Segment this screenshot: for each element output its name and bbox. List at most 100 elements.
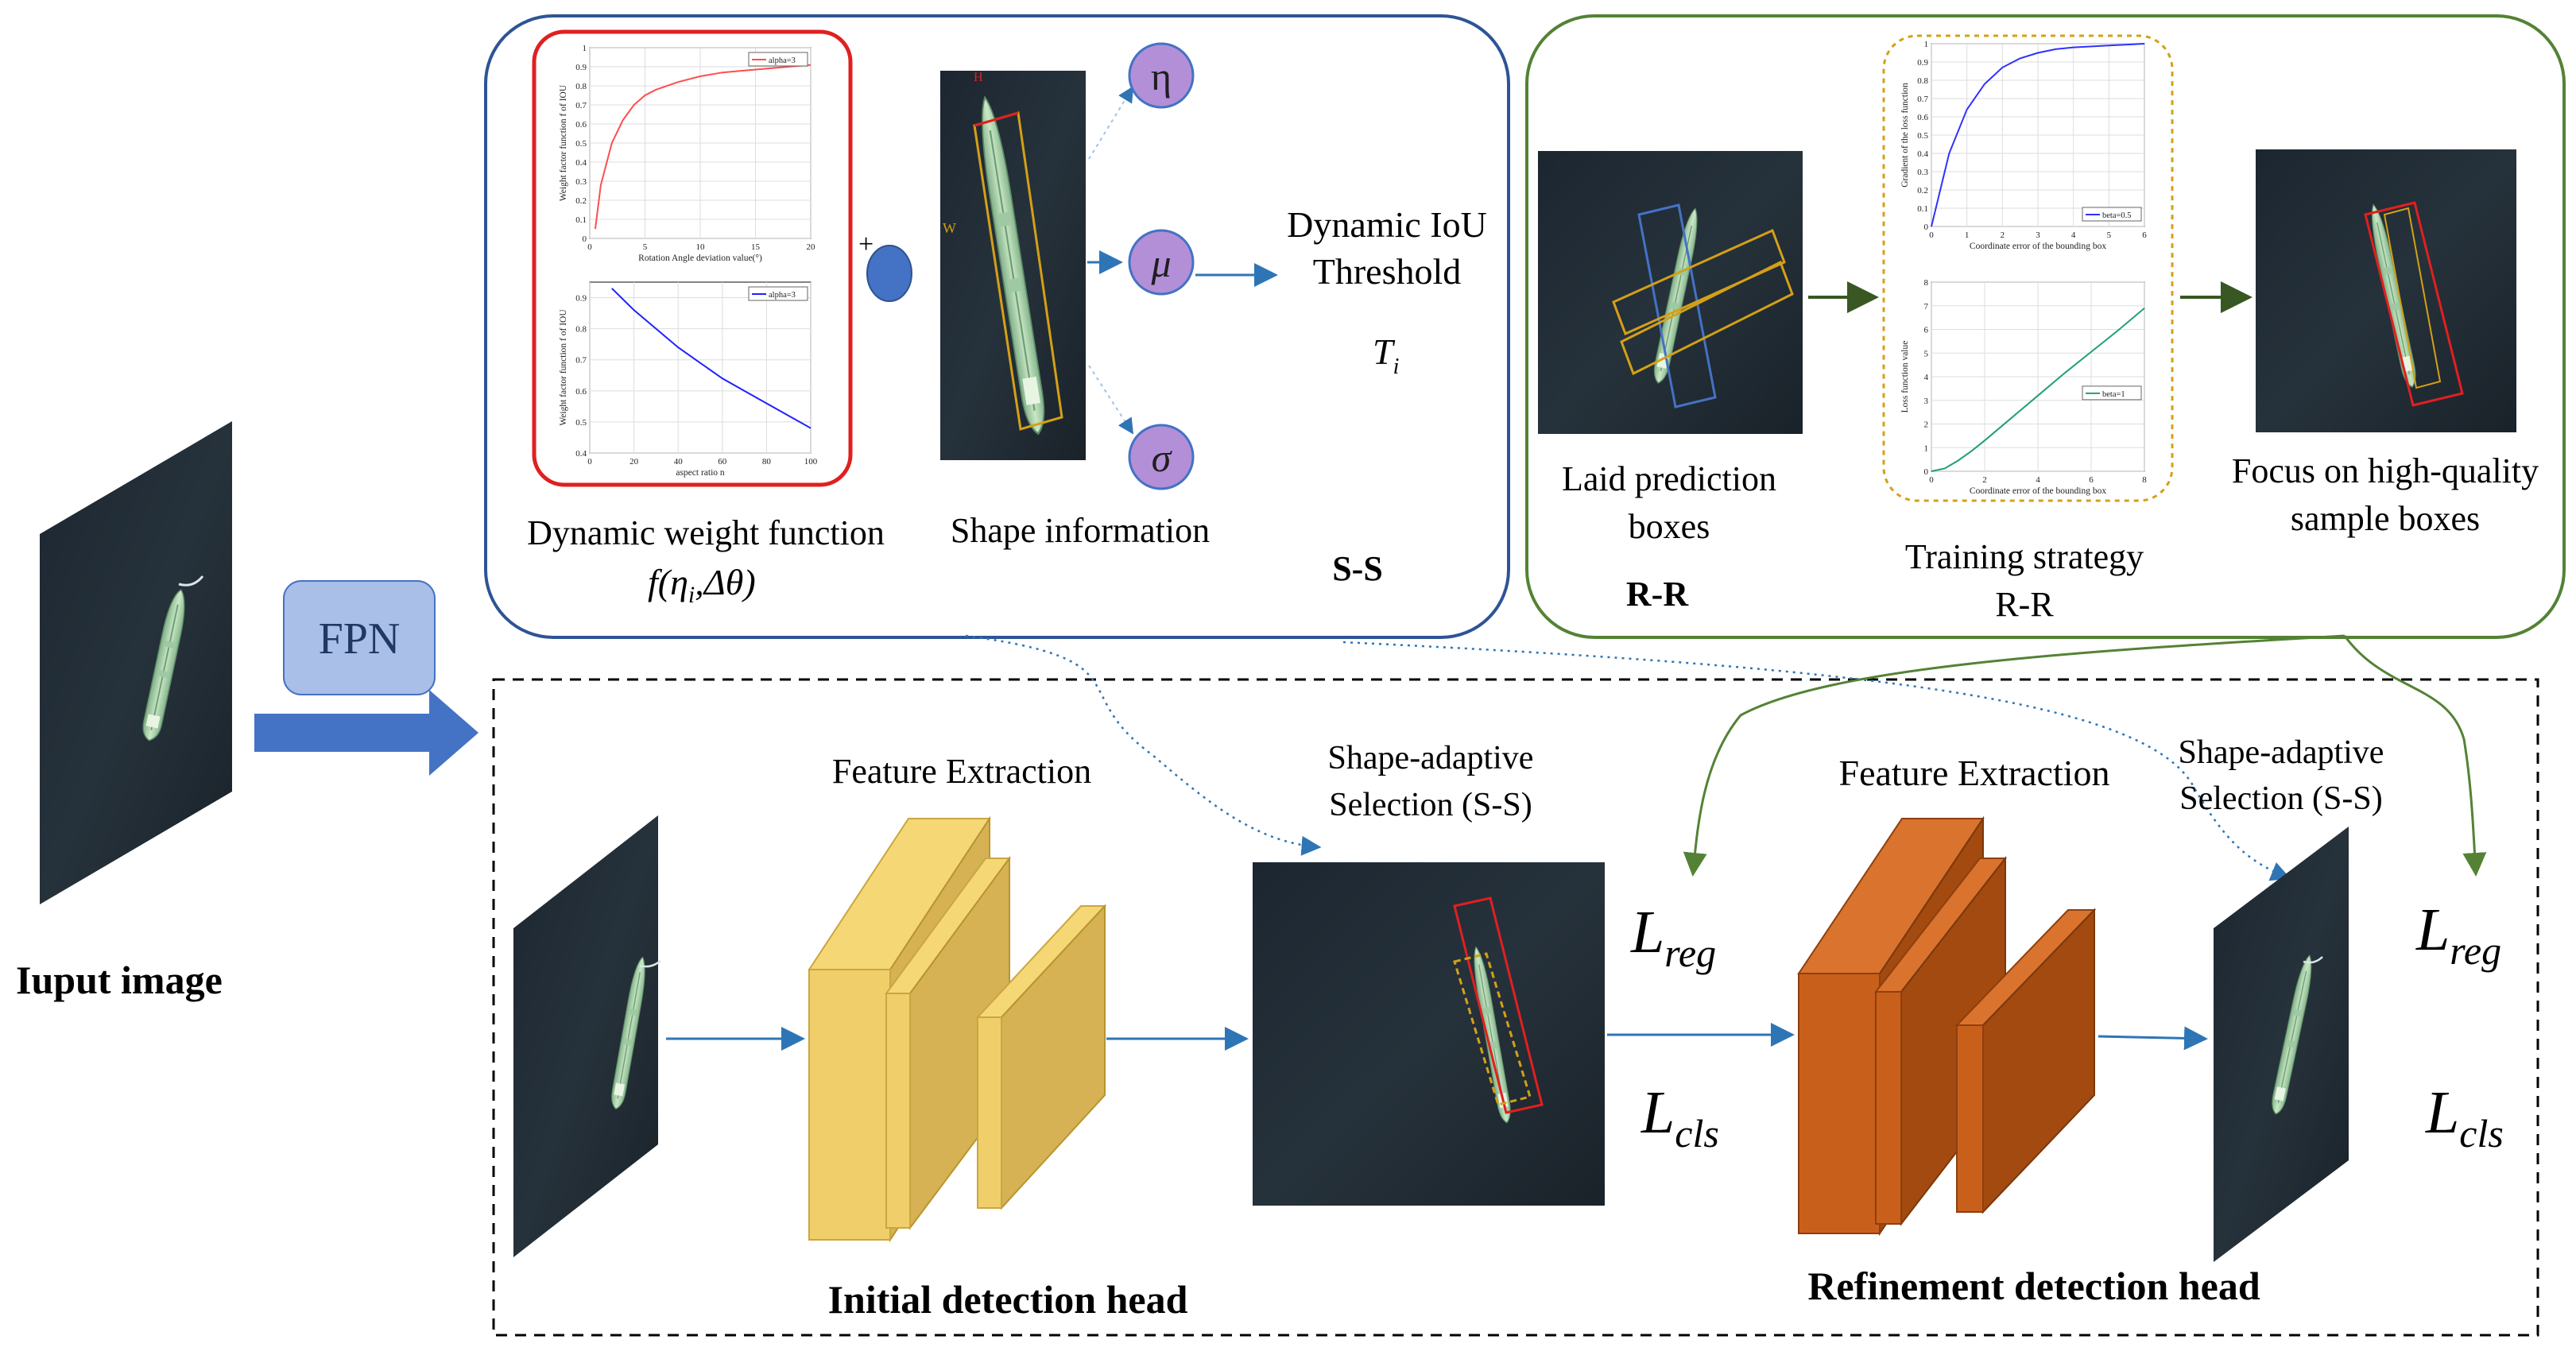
train-line2: R-R [1995,585,2054,624]
mu-circle [1128,229,1195,296]
y-tick-label: 0.4 [575,158,587,168]
lcls1: Lcls [1641,1079,1719,1156]
y-tick-label: 2 [1924,420,1929,430]
x-tick-label: 100 [804,457,818,467]
x-tick-label: 6 [2089,475,2094,485]
x-tick-label: 4 [2036,475,2040,485]
y-tick-label: 0.6 [575,387,587,397]
y-tick-label: 0.4 [575,449,587,459]
ss-to-selection1-dotted [965,634,1322,856]
output-image [2214,827,2349,1262]
y-tick-label: 0.5 [575,418,587,428]
y-tick-label: 0.1 [575,215,587,225]
x-tick-label: 15 [751,242,761,252]
y-tick-label: 0.7 [575,356,587,366]
ship-label-w: W [943,220,956,236]
legend-box [748,286,808,301]
y-tick-label: 8 [1924,278,1929,288]
y-tick-label: 0.2 [575,196,587,206]
threshold-line2: Threshold [1313,251,1462,292]
x-tick-label: 5 [2107,230,2112,240]
legend-label: beta=1 [2102,390,2125,399]
sigma-symbol: σ [1152,436,1173,480]
y-tick-label: 1 [1924,40,1929,49]
y-tick-label: 0.9 [1917,58,1928,68]
legend-box [748,52,808,67]
input-image [40,421,232,904]
ship-label-h: H [974,71,983,84]
ss-panel [484,14,1510,639]
x-axis-label: Rotation Angle deviation value(°) [638,254,762,263]
selection1-image [1253,862,1605,1206]
dwf-caption: Dynamic weight function [527,513,885,552]
y-tick-label: 0.4 [1917,149,1928,159]
x-tick-label: 2 [1982,475,1987,485]
y-tick-label: 0.6 [575,120,587,130]
laid-boxes-image [1538,151,1803,434]
legend-label: alpha=3 [769,56,796,65]
x-tick-label: 4 [2071,230,2076,240]
dotted-to-eta [1088,86,1134,160]
focus-line2: sample boxes [2291,499,2480,538]
shape-caption: Shape information [951,511,1210,550]
y-tick-label: 0.6 [1917,113,1928,122]
y-tick-label: 0.9 [575,294,587,304]
y-axis-label: Weight factor function f of IOU [559,84,568,201]
y-tick-label: 7 [1924,302,1929,312]
lreg1: Lreg [1630,899,1716,975]
legend-box [2082,207,2142,222]
rr-panel [1525,14,2566,639]
dotted-to-sigma [1088,365,1134,435]
threshold-line1: Dynamic IoU [1287,204,1487,245]
y-tick-label: 0.7 [575,101,587,110]
focus-line1: Focus on high-quality [2232,451,2539,490]
ss-tag: S-S [1332,549,1383,588]
y-tick-label: 4 [1924,373,1929,382]
x-tick-label: 0 [587,242,592,252]
series-line [594,64,812,230]
y-tick-label: 0 [1924,223,1929,232]
eta-circle [1128,42,1195,109]
fpn-arrow [254,690,478,776]
rr-tag: R-R [1626,575,1689,614]
y-tick-label: 0.5 [575,139,587,149]
y-tick-label: 0 [1924,467,1929,477]
x-tick-label: 40 [674,457,684,467]
series-line [1931,307,2145,472]
x-axis-label: Coordinate error of the bounding box [1970,242,2106,251]
y-tick-label: 0.5 [1917,131,1928,141]
plot-area [589,281,812,454]
y-tick-label: 1 [1924,443,1929,453]
pipeline-frame [492,678,2539,1337]
x-axis-label: aspect ratio n [676,468,725,478]
x-tick-label: 3 [2036,230,2040,240]
sas1-line2: Selection (S-S) [1329,787,1532,823]
y-tick-label: 3 [1924,397,1929,406]
y-tick-label: 0 [583,234,587,244]
focus-boxes-image [2256,149,2516,432]
fpn-label: FPN [319,614,401,664]
legend-box [2082,385,2142,401]
sas2-line2: Selection (S-S) [2179,780,2382,817]
y-tick-label: 6 [1924,326,1929,335]
y-tick-label: 1 [583,44,587,53]
x-tick-label: 1 [1965,230,1970,240]
x-tick-label: 0 [587,457,592,467]
y-axis-label: Weight factor function f of IOU [559,309,568,426]
arrow-to-output [2098,1026,2208,1051]
fpn-box [283,580,436,695]
x-tick-label: 80 [762,457,772,467]
mu-symbol: μ [1150,241,1171,285]
rr-to-lreg2 [2343,635,2487,877]
legend-label: alpha=3 [769,291,796,300]
feat2-label: Feature Extraction [1838,753,2109,793]
rr-to-lreg1 [1683,634,2346,877]
feature-blocks-refine [1797,815,2097,1237]
y-axis-label: Loss function value [1900,341,1910,413]
legend-label: beta=0.5 [2102,211,2132,220]
shape-info-image: H W [940,71,1086,460]
refine-head-label: Refinement detection head [1807,1264,2260,1308]
y-tick-label: 0.8 [1917,76,1928,86]
x-tick-label: 2 [2001,230,2005,240]
